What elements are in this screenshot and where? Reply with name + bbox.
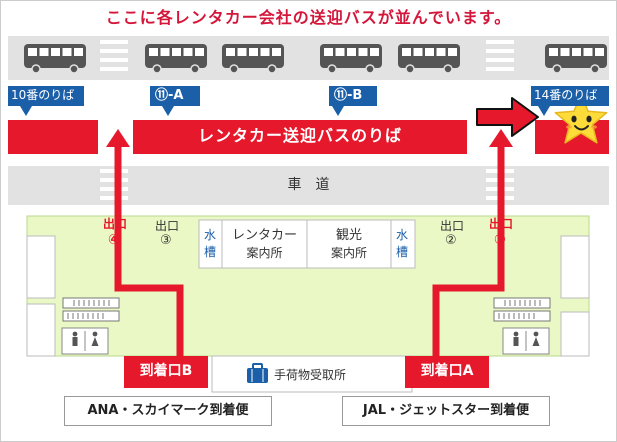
tourism-desk-line2: 案内所 [330,246,367,260]
stop-11a-label: ⑪-A [150,86,200,106]
room-right-2 [560,311,590,357]
exit-2-number: ② [445,233,457,248]
baggage-claim-label: 手荷物受取所 [274,368,347,382]
water-tank-right-2: 槽 [396,245,409,259]
rental-desk-line1: レンタカー [231,228,297,243]
bus-icon [398,44,460,74]
luggage-icon [247,363,268,383]
water-tank-right-1: 水 [396,228,409,242]
stop-11a-text: ⑪-A [155,88,184,103]
gate-icon-left [62,297,120,322]
stop-10-label: 10番のりば [8,86,84,106]
stop-10-marker [20,106,32,116]
bus-icon [222,44,284,74]
platform-band-left [8,120,98,154]
crosswalk-road-left [100,169,128,200]
arrival-gate-b-text: 到着口B [139,363,193,379]
airline-right-text: JAL・ジェットスター到着便 [362,403,530,418]
bus-icon [145,44,207,74]
stop-14-label: 14番のりば [531,86,609,106]
airline-left-text: ANA・スカイマーク到着便 [87,403,249,418]
crosswalk-bus-right [486,40,514,71]
water-tank-left-2: 槽 [204,245,217,259]
exit-1-label: 出口 [489,217,514,231]
restroom-icon-left [61,327,109,355]
route-exit-1 [432,129,513,356]
bus-icon [320,44,382,74]
airline-left-box: ANA・スカイマーク到着便 [64,396,272,426]
bus-icon [545,44,607,74]
arrow-right-icon [476,97,539,137]
arrival-gate-a-text: 到着口A [420,363,474,379]
header-text: ここに各レンタカー会社の送迎バスが並んでいます。 [105,8,512,27]
exit-4-label: 出口 [103,217,128,231]
exit-1-number: ① [494,232,506,248]
exit-4-number: ④ [108,232,120,248]
rental-desk-line2: 案内所 [246,246,283,260]
restroom-icon-right [502,327,550,355]
water-tank-left-1: 水 [204,228,217,242]
room-left-1 [26,235,56,299]
stop-11b-text: ⑪-B [334,88,363,103]
star-mascot-icon [554,93,608,144]
road-label: 車 道 [287,177,330,193]
bus-icon [24,44,86,74]
exit-2-label: 出口 [440,219,465,233]
platform-band-center [133,120,467,154]
room-right-1 [560,235,590,299]
stop-11b-label: ⑪-B [329,86,377,106]
gate-icon-right [493,297,551,322]
airline-right-box: JAL・ジェットスター到着便 [342,396,550,426]
arrival-gate-a: 到着口A [405,356,489,388]
stop-11b-marker [332,106,344,116]
stop-14-marker [538,106,550,116]
stop-11a-marker [162,106,174,116]
bus-platform-label: レンタカー送迎バスのりば [197,126,402,145]
route-exit-4 [106,129,184,356]
bus-lane [8,36,609,80]
stop-14-text: 14番のりば [534,88,598,102]
exit-3-number: ③ [160,233,172,248]
crosswalk-bus-left [100,40,128,71]
tourism-desk-line1: 観光 [335,228,362,243]
room-left-2 [26,303,56,357]
arrival-gate-b: 到着口B [124,356,208,388]
exit-3-label: 出口 [155,219,180,233]
baggage-area [211,355,413,393]
stop-10-text: 10番のりば [11,88,75,102]
